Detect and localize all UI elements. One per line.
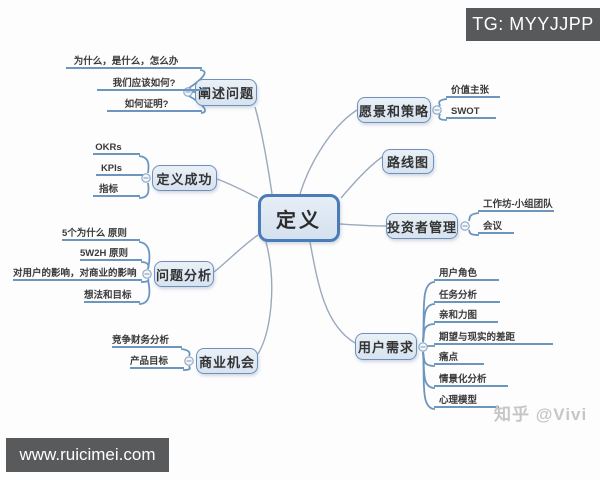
subtopic[interactable]: 为什么，是什么，怎么办 bbox=[66, 54, 202, 69]
subtopic[interactable]: 5W2H 原则 bbox=[80, 246, 142, 261]
subtopic[interactable]: 5个为什么 原则 bbox=[62, 226, 140, 241]
subtopic[interactable]: 产品目标 bbox=[130, 354, 184, 369]
leaf-connector-lines bbox=[138, 69, 480, 410]
topic-state-problem[interactable]: 阐述问题 bbox=[195, 79, 257, 106]
topic-user-needs[interactable]: 用户需求 bbox=[355, 333, 417, 360]
topic-business-opportunity[interactable]: 商业机会 bbox=[196, 348, 258, 374]
collapse-toggle-icon[interactable] bbox=[460, 221, 470, 231]
subtopic[interactable]: 竞争财务分析 bbox=[112, 333, 182, 348]
collapse-toggle-icon[interactable] bbox=[142, 269, 152, 279]
topic-define-success[interactable]: 定义成功 bbox=[152, 165, 217, 191]
branch-connector-lines bbox=[213, 106, 387, 355]
central-topic-definition[interactable]: 定义 bbox=[258, 194, 340, 242]
subtopic[interactable]: 工作坊-小组团队 bbox=[478, 197, 554, 212]
subtopic[interactable]: OKRs bbox=[93, 140, 140, 155]
subtopic[interactable]: 情景化分析 bbox=[434, 372, 508, 387]
website-url-bar: www.ruicimei.com bbox=[6, 438, 169, 472]
topic-problem-analysis[interactable]: 问题分析 bbox=[154, 261, 214, 287]
collapse-toggle-icon[interactable] bbox=[432, 105, 442, 115]
topic-investor-management[interactable]: 投资者管理 bbox=[386, 213, 458, 239]
topic-roadmap[interactable]: 路线图 bbox=[382, 149, 434, 174]
subtopic[interactable]: 想法和目标 bbox=[84, 288, 140, 303]
collapse-toggle-icon[interactable] bbox=[418, 342, 428, 352]
subtopic[interactable]: 会议 bbox=[478, 219, 514, 234]
zhihu-watermark: 知乎 @Vivi bbox=[494, 405, 588, 424]
subtopic[interactable]: 期望与现实的差距 bbox=[434, 330, 553, 345]
topic-vision-strategy[interactable]: 愿景和策略 bbox=[357, 97, 431, 123]
subtopic[interactable]: 用户角色 bbox=[434, 266, 499, 281]
subtopic[interactable]: 任务分析 bbox=[434, 288, 500, 303]
subtopic[interactable]: 心理模型 bbox=[434, 393, 499, 408]
subtopic[interactable]: SWOT bbox=[446, 104, 496, 119]
subtopic[interactable]: 亲和力图 bbox=[434, 308, 498, 323]
subtopic[interactable]: 指标 bbox=[93, 182, 140, 197]
tg-contact-badge: TG: MYYJJPP bbox=[466, 8, 600, 41]
subtopic[interactable]: 对用户的影响，对商业的影响 bbox=[13, 266, 142, 281]
subtopic[interactable]: KPIs bbox=[96, 161, 143, 176]
collapse-toggle-icon[interactable] bbox=[184, 356, 194, 366]
subtopic[interactable]: 价值主张 bbox=[446, 83, 500, 98]
subtopic[interactable]: 我们应该如何? bbox=[97, 76, 207, 91]
subtopic[interactable]: 痛点 bbox=[434, 350, 484, 365]
subtopic[interactable]: 如何证明? bbox=[107, 97, 202, 112]
collapse-toggle-icon[interactable] bbox=[141, 173, 151, 183]
